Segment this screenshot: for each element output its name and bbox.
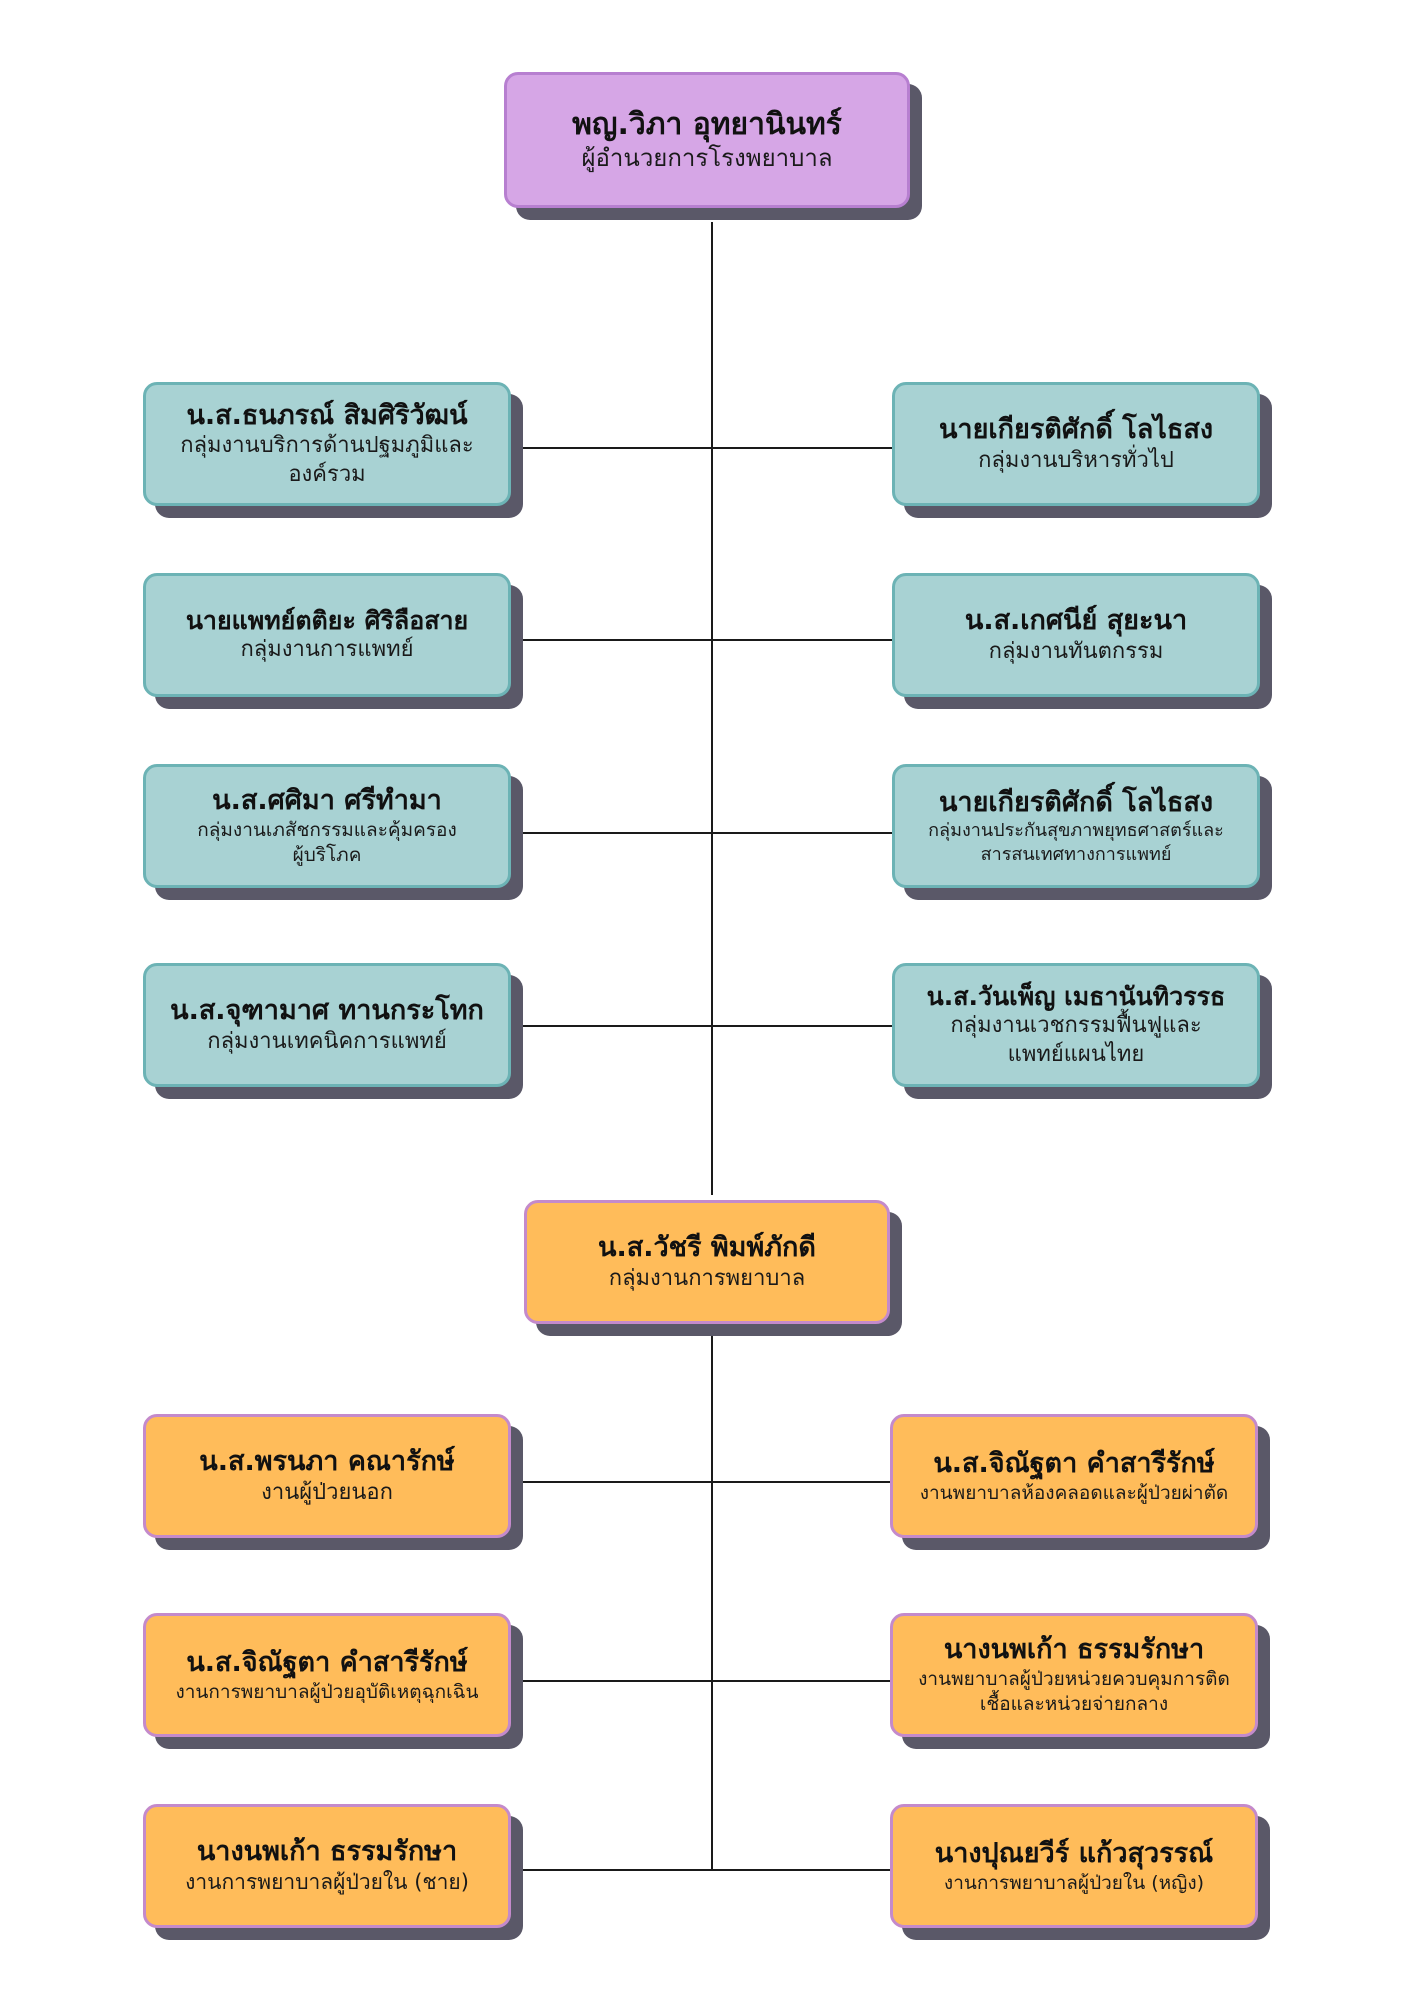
node-role: กลุ่มงานบริหารทั่วไป	[978, 447, 1174, 473]
node-name: น.ส.จิณัฐตา คำสารีรักษ์	[933, 1447, 1215, 1479]
node-name: นายเกียรติศักดิ์ โลไธสง	[938, 413, 1214, 445]
node-name: น.ส.วันเพ็ญ เมธานันทิวรรธ	[926, 981, 1226, 1011]
nursing-head-role: กลุ่มงานการพยาบาล	[608, 1265, 806, 1291]
node-role: งานพยาบาลผู้ป่วยหน่วยควบคุมการติดเชื้อแล…	[918, 1668, 1230, 1715]
nursing-left-node-1: น.ส.พรนภา คณารักษ์ งานผู้ป่วยนอก	[143, 1414, 511, 1538]
node-role: กลุ่มงานบริการด้านปฐมภูมิและองค์รวม	[180, 433, 474, 487]
node-role: งานการพยาบาลผู้ป่วยใน (ชาย)	[185, 1870, 469, 1895]
node-role: งานผู้ป่วยนอก	[261, 1479, 393, 1505]
node-name: นายแพทย์ตติยะ ศิริลือสาย	[185, 606, 469, 636]
node-role: กลุ่มงานทันตกรรม	[988, 638, 1164, 664]
admin-left-node-2: นายแพทย์ตติยะ ศิริลือสาย กลุ่มงานการแพทย…	[143, 573, 511, 697]
node-role: งานพยาบาลห้องคลอดและผู้ป่วยผ่าตัด	[919, 1481, 1229, 1504]
nursing-right-node-1: น.ส.จิณัฐตา คำสารีรักษ์ งานพยาบาลห้องคลอ…	[890, 1414, 1258, 1538]
admin-left-node-3: น.ส.ศศิมา ศรีทำมา กลุ่มงานเภสัชกรรมและคุ…	[143, 764, 511, 888]
node-role: กลุ่มงานประกันสุขภาพยุทธศาสตร์และสารสนเท…	[928, 820, 1224, 865]
node-name: นางนพเก้า ธรรมรักษา	[196, 1836, 458, 1868]
node-name: น.ส.พรนภา คณารักษ์	[199, 1445, 455, 1477]
admin-left-node-4: น.ส.จุฑามาศ ทานกระโทก กลุ่มงานเทคนิคการแ…	[143, 963, 511, 1087]
nursing-right-node-2: นางนพเก้า ธรรมรักษา งานพยาบาลผู้ป่วยหน่ว…	[890, 1613, 1258, 1737]
node-role: กลุ่มงานเวชกรรมฟื้นฟูและแพทย์แผนไทย	[950, 1013, 1202, 1067]
nursing-left-node-2: น.ส.จิณัฐตา คำสารีรักษ์ งานการพยาบาลผู้ป…	[143, 1613, 511, 1737]
node-name: นางนพเก้า ธรรมรักษา	[943, 1634, 1205, 1666]
node-name: น.ส.จิณัฐตา คำสารีรักษ์	[186, 1646, 468, 1678]
node-name: น.ส.ศศิมา ศรีทำมา	[212, 785, 442, 817]
admin-left-node-1: น.ส.ธนภรณ์ สิมศิริวัฒน์ กลุ่มงานบริการด้…	[143, 382, 511, 506]
admin-right-node-3: นายเกียรติศักดิ์ โลไธสง กลุ่มงานประกันสุ…	[892, 764, 1260, 888]
node-name: น.ส.จุฑามาศ ทานกระโทก	[170, 994, 484, 1026]
node-role: กลุ่มงานเทคนิคการแพทย์	[207, 1028, 447, 1054]
admin-right-node-4: น.ส.วันเพ็ญ เมธานันทิวรรธ กลุ่มงานเวชกรร…	[892, 963, 1260, 1087]
node-name: นางปุณยวีร์ แก้วสุวรรณ์	[934, 1837, 1214, 1869]
node-name: น.ส.ธนภรณ์ สิมศิริวัฒน์	[186, 399, 468, 431]
node-role: งานการพยาบาลผู้ป่วยอุบัติเหตุฉุกเฉิน	[175, 1680, 479, 1703]
admin-right-node-2: น.ส.เกศนีย์ สุยะนา กลุ่มงานทันตกรรม	[892, 573, 1260, 697]
nursing-right-node-3: นางปุณยวีร์ แก้วสุวรรณ์ งานการพยาบาลผู้ป…	[890, 1804, 1258, 1928]
director-node: พญ.วิภา อุทยานินทร์ ผู้อำนวยการโรงพยาบาล	[504, 72, 910, 208]
node-name: น.ส.เกศนีย์ สุยะนา	[964, 604, 1188, 636]
node-role: กลุ่มงานเภสัชกรรมและคุ้มครองผู้บริโภค	[197, 819, 457, 866]
node-role: กลุ่มงานการแพทย์	[240, 637, 414, 663]
admin-right-node-1: นายเกียรติศักดิ์ โลไธสง กลุ่มงานบริหารทั…	[892, 382, 1260, 506]
node-role: งานการพยาบาลผู้ป่วยใน (หญิง)	[943, 1871, 1205, 1894]
nursing-left-node-3: นางนพเก้า ธรรมรักษา งานการพยาบาลผู้ป่วยใ…	[143, 1804, 511, 1928]
director-role: ผู้อำนวยการโรงพยาบาล	[581, 144, 833, 173]
node-name: นายเกียรติศักดิ์ โลไธสง	[938, 786, 1214, 818]
director-name: พญ.วิภา อุทยานินทร์	[572, 106, 842, 142]
nursing-head-node: น.ส.วัชรี พิมพ์ภักดี กลุ่มงานการพยาบาล	[524, 1200, 890, 1324]
nursing-head-name: น.ส.วัชรี พิมพ์ภักดี	[598, 1231, 816, 1263]
